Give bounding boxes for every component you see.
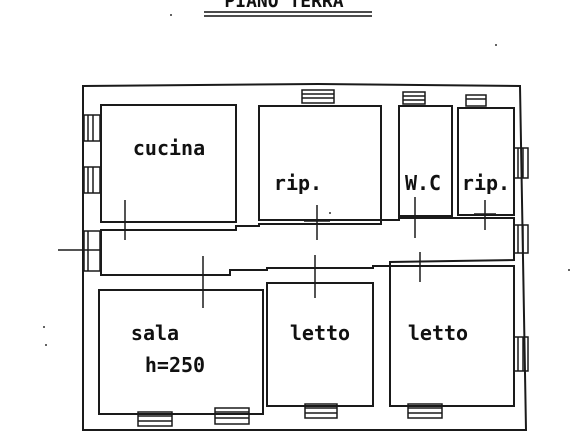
room-sala: [98, 289, 264, 415]
label-wc: W.C: [405, 171, 441, 195]
label-rip-1: rip.: [274, 171, 322, 195]
label-rip-2: rip.: [462, 171, 510, 195]
plan-title-text: PIANO TERRA: [224, 0, 343, 12]
room-rip-1: [258, 105, 382, 221]
windows-bottom: [137, 403, 443, 427]
label-cucina: cucina: [133, 136, 205, 160]
room-cucina: [100, 104, 237, 223]
plan-title: PIANO TERRA: [204, 0, 372, 17]
corridor: [100, 217, 515, 276]
scan-specks: [43, 14, 570, 346]
label-sala: sala: [131, 321, 179, 345]
label-letto-1: letto: [290, 321, 350, 345]
room-letto-2: [389, 265, 515, 407]
label-letto-2: letto: [408, 321, 468, 345]
door-marks: [115, 197, 496, 308]
windows-right: [513, 147, 529, 372]
windows-left: [83, 114, 101, 272]
room-wc: [398, 105, 453, 217]
label-height: h=250: [145, 353, 205, 377]
outer-wall: [82, 82, 528, 431]
windows-top: [301, 89, 487, 107]
room-rip-2: [457, 107, 515, 216]
